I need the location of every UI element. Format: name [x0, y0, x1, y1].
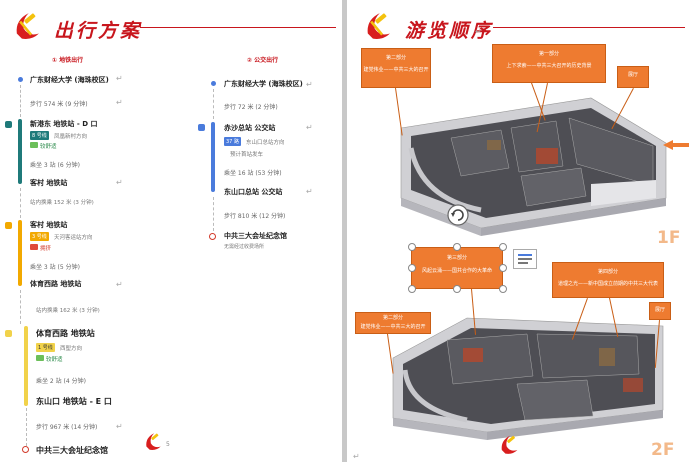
line-badge: 3 号线 [30, 232, 49, 241]
station-name: 客村 地铁站 [30, 179, 68, 187]
line-direction: 西塱方向 [60, 346, 83, 352]
route-end: 中共三大会址纪念馆 [224, 232, 287, 240]
left-page: 出行方案 ① 地铁出行 广东财经大学 (海珠校区) 步行 574 米 (9 分钟… [0, 0, 342, 462]
line-direction: 天河客运站方向 [54, 235, 93, 241]
start-marker-icon [18, 77, 23, 82]
transfer-segment: 站内换乘 162 米 (3 分钟) [36, 308, 100, 314]
resize-handle[interactable] [408, 264, 416, 272]
ride-segment[interactable]: 乘坐 3 站 (5 分钟) [30, 264, 80, 271]
resize-handle[interactable] [408, 243, 416, 251]
title-rule [140, 27, 336, 28]
title-rule [493, 27, 685, 28]
page-title: 游览顺序 [405, 20, 494, 42]
route-end: 中共三大会址纪念馆 [36, 446, 108, 455]
callout-part3[interactable]: 第三部分风起云涌——国共合作的大革命 [411, 247, 503, 289]
ride-segment[interactable]: 乘坐 3 站 (6 分钟) [30, 162, 80, 169]
crowded-icon [30, 244, 38, 250]
party-emblem-icon [146, 433, 161, 451]
route-start: 广东财经大学 (海珠校区) [30, 76, 109, 84]
metro-icon [5, 222, 12, 229]
line1-track [24, 326, 28, 406]
right-page: 游览顺序 第二部分建党伟业——中共三大的召开 第一部分上下求索 [347, 0, 689, 462]
destination-marker-icon [209, 233, 216, 240]
bus-note: 预计首站发车 [230, 152, 264, 158]
station-name: 东山口 地铁站 - E 口 [36, 397, 112, 406]
route-bus-heading: ② 公交出行 [247, 57, 279, 64]
page-number: 5 [166, 441, 170, 448]
callout-part1[interactable]: 第一部分上下求索——中共三大召开的历史背景 [492, 44, 606, 83]
ride-segment[interactable]: 乘坐 2 站 (4 分钟) [36, 378, 86, 385]
bus-direction: 东山口总站方向 [246, 140, 285, 146]
callout-hall-1f[interactable]: 展厅 [617, 66, 649, 88]
line-badge: 8 号线 [30, 131, 49, 140]
destination-marker-icon [22, 446, 29, 453]
walk-segment: 步行 574 米 (9 分钟) [30, 101, 88, 108]
bus-track [211, 122, 215, 192]
bus-stop-name: 赤沙总站 公交站 [224, 124, 276, 132]
transfer-segment: 站内换乘 152 米 (3 分钟) [30, 200, 94, 206]
party-emblem-icon [16, 13, 39, 39]
walk-connector [213, 89, 214, 119]
floor1-plan [400, 97, 667, 236]
callout-hall-2f[interactable]: 展厅 [649, 302, 671, 320]
station-name: 新港东 地铁站 - D 口 [30, 120, 98, 128]
station-name: 体育西路 地铁站 [36, 329, 95, 338]
resize-handle[interactable] [499, 243, 507, 251]
ride-segment[interactable]: 乘坐 16 站 (53 分钟) [224, 170, 282, 177]
walk-segment: 步行 967 米 (14 分钟) [36, 424, 98, 431]
comfort-level: 较舒适 [40, 144, 57, 150]
transfer-connector [20, 188, 21, 218]
route-start: 广东财经大学 (海珠校区) [224, 80, 303, 88]
line3-track [18, 220, 22, 286]
walk-connector [26, 408, 27, 446]
entrance-arrow-icon [663, 140, 673, 150]
callout-part2-1f[interactable]: 第二部分建党伟业——中共三大的召开 [361, 48, 431, 88]
metro-icon [5, 121, 12, 128]
resize-handle[interactable] [499, 285, 507, 293]
walk-connector [213, 197, 214, 231]
start-marker-icon [211, 81, 216, 86]
station-name: 体育西路 地铁站 [30, 280, 82, 288]
resize-handle[interactable] [499, 264, 507, 272]
resize-handle[interactable] [453, 285, 461, 293]
transfer-connector [20, 290, 21, 324]
callout-part4[interactable]: 第四部分道理之光——新中国成立前期的中共三大代表 [552, 262, 664, 298]
floor-label-2f: 2F [651, 440, 675, 460]
page-title: 出行方案 [54, 20, 143, 42]
metro-icon [5, 330, 12, 337]
station-name: 客村 地铁站 [30, 221, 68, 229]
bus-stop-name: 东山口总站 公交站 [224, 188, 283, 196]
walk-segment: 步行 810 米 (12 分钟) [224, 213, 286, 220]
layout-options-icon[interactable] [513, 249, 537, 269]
comfort-icon [36, 355, 44, 361]
resize-handle[interactable] [408, 285, 416, 293]
bus-line-badge: 37 路 [224, 137, 241, 146]
route-metro-heading: ① 地铁出行 [52, 57, 84, 64]
walk-connector [20, 85, 21, 117]
comfort-level: 较舒适 [46, 357, 63, 363]
page-gutter [342, 0, 347, 462]
line-badge: 1 号线 [36, 343, 55, 352]
line8-track [18, 119, 22, 184]
callout-part2-2f[interactable]: 第二部分建党伟业——中共三大的召开 [355, 312, 431, 334]
line-direction: 凤凰新村方向 [54, 134, 88, 140]
party-emblem-icon [501, 435, 518, 454]
comfort-icon [30, 142, 38, 148]
bus-icon [198, 124, 205, 131]
resize-handle[interactable] [453, 243, 461, 251]
party-emblem-icon [367, 13, 390, 39]
floor-label-1f: 1F [657, 228, 681, 248]
rotate-handle-icon[interactable] [447, 204, 469, 226]
comfort-level: 拥挤 [40, 246, 52, 252]
walk-segment: 步行 72 米 (2 分钟) [224, 104, 278, 111]
route-end-note: 无需经过收费场所 [224, 244, 265, 250]
floor2-plan [392, 317, 664, 440]
